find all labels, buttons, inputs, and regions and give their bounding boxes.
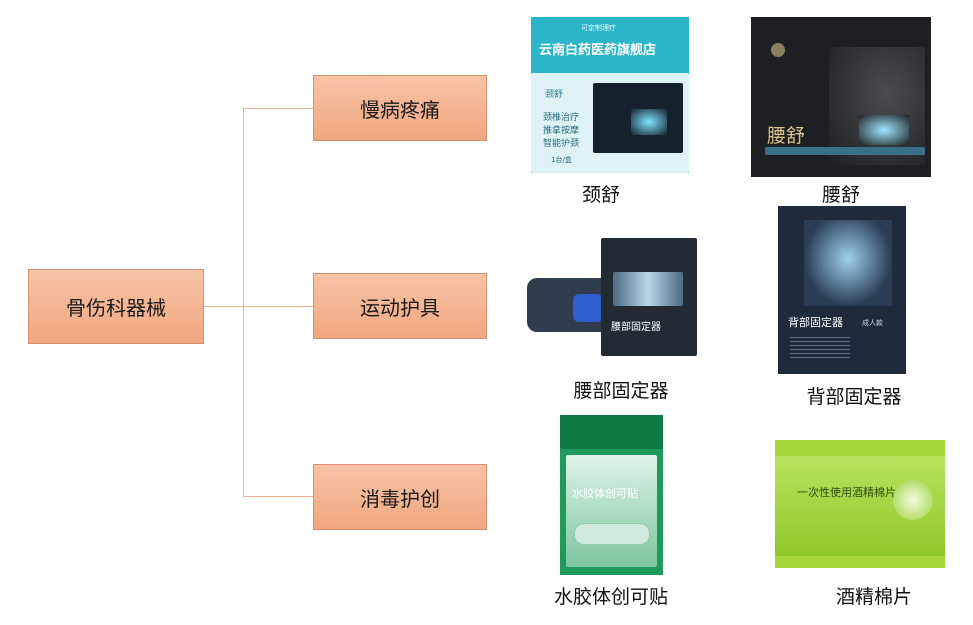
pkg-logo [771,43,785,57]
category-node-chronic-pain: 慢病疼痛 [313,75,487,141]
product-image-back-brace: 背部固定器 成人款 [778,206,906,374]
pkg-sub-text: 成人款 [862,319,883,327]
pkg-title-text: 腰舒 [767,125,806,147]
category-node-sports-guard: 运动护具 [313,273,487,339]
pkg-store-text: 云南白药医药旗舰店 [539,43,657,58]
connector-trunk [243,108,244,496]
pkg-brace-graphic [613,272,683,306]
pkg-neck-glow [631,109,667,135]
pkg-bullets [790,334,850,360]
product-image-jingshu: 可定制理疗 云南白药医药旗舰店 颈舒 颈椎治疗 推拿按摩 智能护颈 1台/盒 [531,17,689,173]
pkg-figure [829,47,925,165]
pkg-title-text: 背部固定器 [788,316,843,329]
product-caption: 腰部固定器 [573,380,669,402]
pkg-title-text: 颈舒 [545,90,564,100]
pkg-title-text: 水胶体创可贴 [572,487,638,500]
product-caption: 水胶体创可贴 [553,586,668,608]
product-image-alcohol-pad: 一次性使用酒精棉片 [775,440,945,568]
pkg-title-text: 腰部固定器 [611,322,661,333]
pkg-line-1: 颈椎治疗 [543,113,580,123]
category-node-disinfection: 消毒护创 [313,464,487,530]
pkg-title-text: 一次性使用酒精棉片 [797,486,896,499]
pkg-top-band [560,415,663,449]
connector-branch-2 [243,306,313,307]
pkg-line-3: 智能护颈 [543,139,580,149]
pkg-top-text: 可定制理疗 [581,24,616,32]
pkg-strip [765,147,925,155]
product-caption: 背部固定器 [806,386,902,408]
connector-root [204,306,244,307]
category-label: 慢病疼痛 [360,97,440,122]
root-node: 骨伤科器械 [28,269,204,344]
root-node-label: 骨伤科器械 [66,296,166,320]
product-caption: 颈舒 [581,184,620,206]
pkg-line-2: 推拿按摩 [543,126,580,136]
pkg-bandage [574,523,650,545]
category-label: 运动护具 [360,295,440,320]
product-image-waist-brace: 腰部固定器 [527,232,717,358]
pkg-circle [893,480,933,520]
product-caption: 腰舒 [821,184,860,206]
pkg-count: 1台/盒 [551,156,572,164]
product-caption: 酒精棉片 [835,586,912,608]
product-image-yaoshu: 腰舒 [751,17,931,177]
pkg-belt-accent [573,294,603,322]
connector-branch-3 [243,496,313,497]
category-label: 消毒护创 [360,486,440,511]
pkg-window [566,455,657,567]
connector-branch-1 [243,108,313,109]
product-image-hydrocolloid-bandage: 水胶体创可贴 [560,415,663,575]
pkg-back-graphic [804,220,892,306]
pkg-glow [859,115,909,145]
